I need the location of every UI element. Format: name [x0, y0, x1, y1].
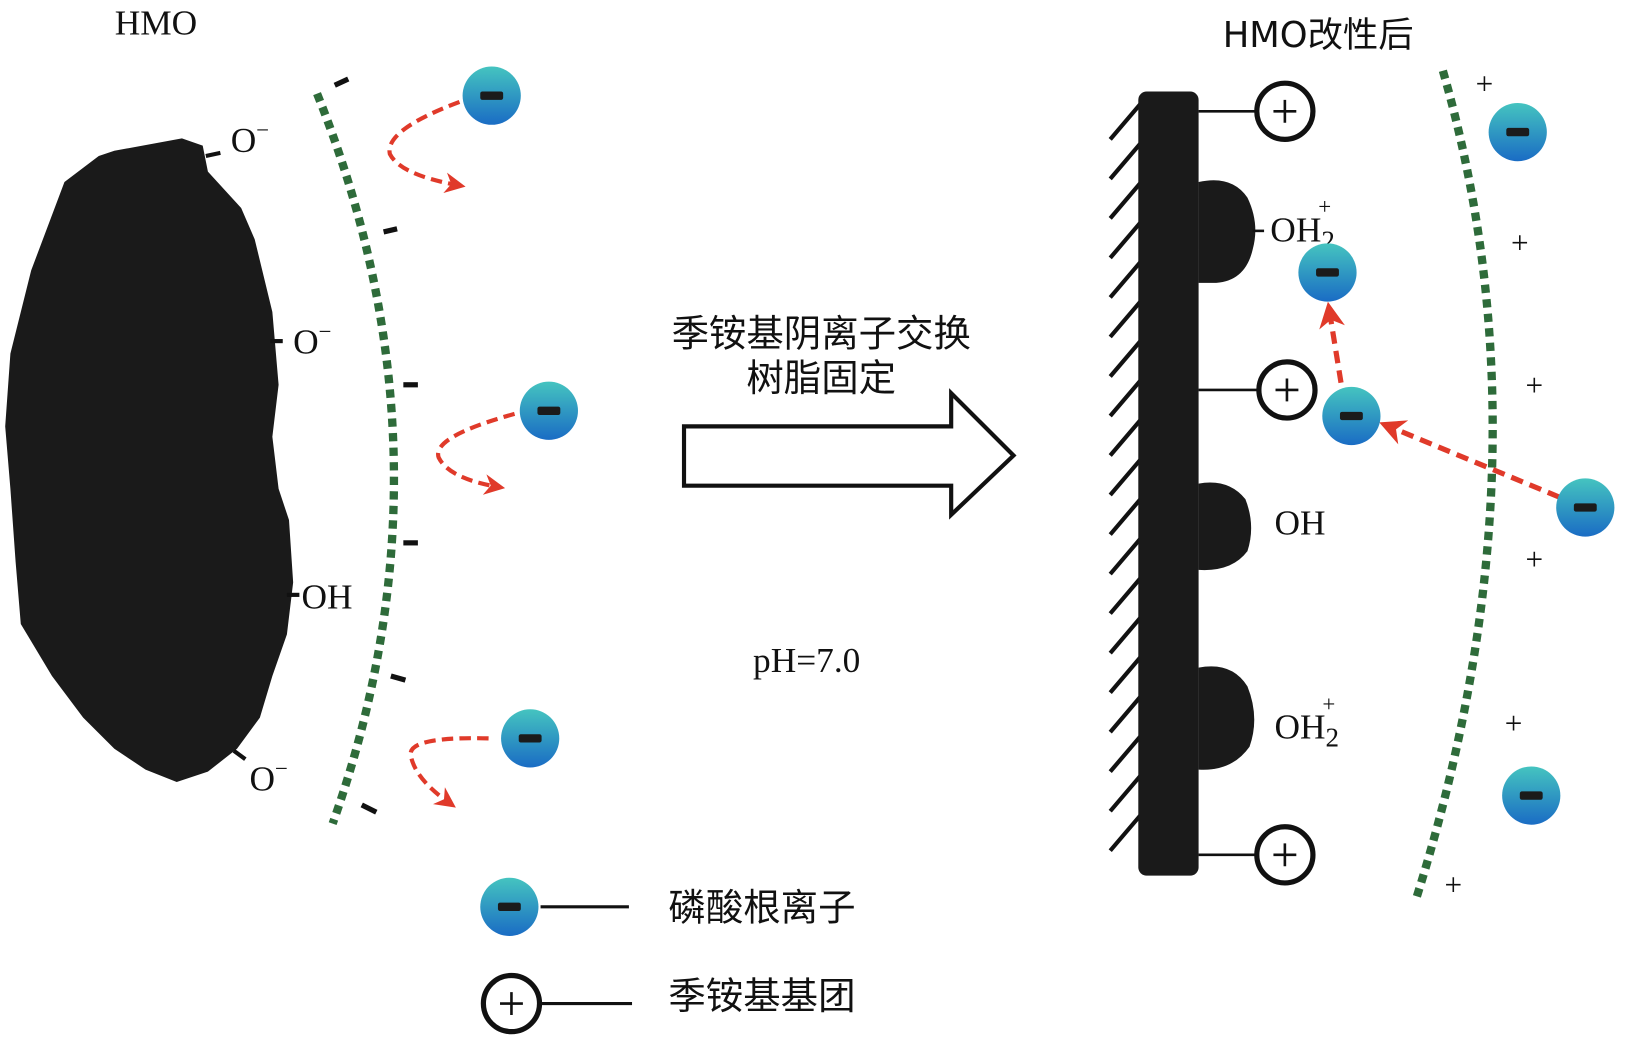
surface-group-label: OH: [301, 576, 352, 616]
double-layer-boundary: [1412, 69, 1497, 898]
double-layer-boundary: [313, 92, 399, 826]
hatch-line: [1108, 102, 1142, 141]
phosphate-anion-icon: [480, 877, 539, 936]
quaternary-ammonium-icon: [1257, 827, 1313, 883]
surface-group-label: OH2+: [1270, 194, 1335, 255]
surface-group-label: OH: [1274, 503, 1325, 543]
svg-text:+: +: [1505, 706, 1523, 741]
legend-label: 季铵基基团: [668, 974, 855, 1018]
hatch-line: [1108, 734, 1142, 774]
hatch-line: [1108, 813, 1142, 853]
hatch-line: [1108, 379, 1142, 418]
quaternary-ammonium-icon: [1259, 362, 1315, 418]
phosphate-anion-icon: [1298, 243, 1357, 302]
positive-charges: + + + + + +: [1444, 67, 1543, 903]
hatch-line: [1108, 260, 1142, 299]
svg-text:+: +: [1526, 542, 1544, 577]
surface-group-label: O−: [249, 756, 287, 799]
resin-hatching: [1108, 102, 1142, 853]
phosphate-anion-icon: [462, 66, 521, 125]
surface-group-label: O−: [293, 319, 331, 362]
quaternary-ammonium-icon: [1257, 83, 1313, 139]
hatch-line: [1108, 142, 1142, 181]
negative-charges: [333, 76, 418, 815]
phosphate-anion-icon: [519, 381, 578, 440]
hmo-particle: [5, 138, 294, 783]
phosphate-anion-icon: [1322, 386, 1381, 446]
resin-support: [1138, 91, 1199, 876]
phosphate-anion-icon: [1502, 766, 1561, 825]
svg-text:+: +: [1476, 67, 1494, 102]
surface-group-label: O−: [231, 117, 269, 160]
adsorption-arrows: [1319, 301, 1561, 500]
quaternary-ammonium-icon: [483, 975, 539, 1031]
svg-text:+: +: [1444, 867, 1462, 902]
repulsion-arrows: [387, 99, 516, 808]
hatch-line: [1108, 458, 1142, 497]
hmo-deposits: [1198, 180, 1256, 770]
ph-condition: pH=7.0: [753, 640, 860, 680]
process-label-line1: 季铵基阴离子交换: [672, 311, 971, 355]
hatch-line: [1108, 418, 1142, 457]
hatch-line: [1108, 300, 1142, 339]
surface-group-label: OH2+: [1274, 691, 1339, 752]
left-title: HMO: [115, 2, 197, 42]
phosphate-anion-icon: [1488, 102, 1547, 162]
right-title: HMO改性后: [1223, 15, 1414, 56]
hatch-line: [1108, 655, 1142, 694]
hatch-line: [1108, 576, 1142, 615]
surface-bonds: [205, 150, 300, 761]
tether-lines: [1198, 109, 1265, 857]
legend-label: 磷酸根离子: [668, 885, 855, 929]
process-arrow: [681, 388, 1017, 520]
hatch-line: [1108, 616, 1142, 655]
svg-text:+: +: [1526, 368, 1544, 403]
hatch-line: [1108, 181, 1142, 220]
hatch-line: [1108, 774, 1142, 813]
hatch-line: [1108, 695, 1142, 734]
phosphate-anion-icon: [1556, 478, 1615, 537]
hatch-line: [1108, 339, 1142, 378]
legend: 磷酸根离子 季铵基基团: [480, 877, 856, 1032]
hatch-line: [1108, 221, 1142, 260]
svg-text:+: +: [1511, 226, 1529, 261]
process-label-line2: 树脂固定: [746, 356, 896, 400]
phosphate-anion-icon: [501, 709, 560, 768]
hatch-line: [1108, 497, 1142, 536]
hatch-line: [1108, 537, 1142, 576]
